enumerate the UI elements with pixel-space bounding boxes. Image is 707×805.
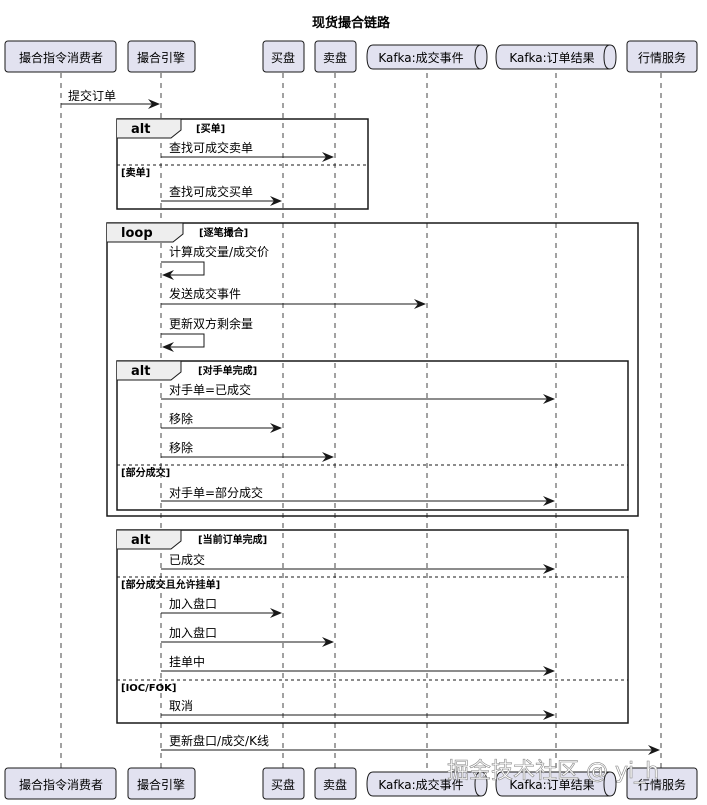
fragment-loop: loop [逐笔撮合] xyxy=(106,222,639,517)
queue-kafka-trade-bottom: Kafka:成交事件 xyxy=(366,771,488,797)
fragments: alt [买单] [卖单] loop [逐笔撮合] alt [对手单完成] [部… xyxy=(106,118,639,724)
message: 提交订单 xyxy=(61,88,160,109)
participant-buy-bottom: 买盘 xyxy=(262,767,305,800)
message-label: 对手单=部分成交 xyxy=(169,485,263,500)
message: 对手单=部分成交 xyxy=(161,485,555,506)
fragment-alt-buy-sell: alt [买单] [卖单] xyxy=(116,118,369,210)
message: 更新盘口/成交/K线 xyxy=(161,733,660,755)
fragment-guard: [买单] xyxy=(196,122,225,135)
participant-sell-top: 卖盘 xyxy=(314,40,357,73)
participant-label: Kafka:成交事件 xyxy=(378,777,463,792)
participant-label: Kafka:成交事件 xyxy=(378,50,463,65)
participant-label: 买盘 xyxy=(271,50,295,65)
message-label: 更新双方剩余量 xyxy=(169,316,253,331)
participant-buy-top: 买盘 xyxy=(262,40,305,73)
message: 发送成交事件 xyxy=(161,286,426,309)
message-label: 提交订单 xyxy=(68,88,116,103)
fragment-guard: [对手单完成] xyxy=(198,364,257,377)
participants-top: 撮合指令消费者 撮合引擎 买盘 卖盘 Kafka:成交事件 Kafka:订单结果… xyxy=(4,40,698,73)
message: 加入盘口 xyxy=(161,596,282,618)
participant-sell-bottom: 卖盘 xyxy=(314,767,357,800)
self-message: 计算成交量/成交价 xyxy=(161,244,269,280)
message-label: 发送成交事件 xyxy=(169,286,241,301)
participant-market-top: 行情服务 xyxy=(626,40,698,73)
message-label: 更新盘口/成交/K线 xyxy=(169,733,269,748)
message-label: 挂单中 xyxy=(169,654,205,669)
message-label: 计算成交量/成交价 xyxy=(169,244,269,259)
participant-label: 撮合指令消费者 xyxy=(19,50,103,65)
fragment-guard: [卖单] xyxy=(121,166,150,179)
participant-label: 撮合指令消费者 xyxy=(19,777,103,792)
message: 查找可成交卖单 xyxy=(161,140,334,162)
message: 移除 xyxy=(161,440,334,462)
participant-engine-top: 撮合引擎 xyxy=(127,40,196,73)
queue-kafka-order-bottom: Kafka:订单结果 xyxy=(495,771,617,797)
fragment-guard: [部分成交且允许挂单] xyxy=(121,578,220,591)
fragment-keyword: alt xyxy=(131,533,150,548)
participant-label: 撮合引擎 xyxy=(137,50,185,65)
message-label: 对手单=已成交 xyxy=(169,382,251,397)
message-label: 已成交 xyxy=(169,552,205,567)
diagram-title: 现货撮合链路 xyxy=(312,15,391,31)
participant-label: 撮合引擎 xyxy=(137,777,185,792)
queue-kafka-order-top: Kafka:订单结果 xyxy=(495,44,617,70)
queue-kafka-trade-top: Kafka:成交事件 xyxy=(366,44,488,70)
message: 对手单=已成交 xyxy=(161,382,555,404)
message-label: 移除 xyxy=(169,440,193,455)
participant-label: 买盘 xyxy=(271,777,295,792)
participant-label: 卖盘 xyxy=(323,50,347,65)
participant-label: Kafka:订单结果 xyxy=(509,51,594,65)
message-label: 查找可成交买单 xyxy=(169,184,253,199)
message: 加入盘口 xyxy=(161,625,334,647)
fragment-guard: [部分成交] xyxy=(121,466,170,479)
message: 查找可成交买单 xyxy=(161,184,282,206)
fragment-guard: [当前订单完成] xyxy=(198,533,267,546)
fragment-alt-counterparty: alt [对手单完成] [部分成交] xyxy=(116,360,629,511)
message-label: 取消 xyxy=(169,699,193,713)
messages: 提交订单 查找可成交卖单 查找可成交买单 计算成交量/成交价 发送成交事件 更新… xyxy=(61,88,660,755)
message: 已成交 xyxy=(161,552,555,574)
participant-engine-bottom: 撮合引擎 xyxy=(127,767,196,800)
participant-consumer-bottom: 撮合指令消费者 xyxy=(4,767,117,800)
fragment-keyword: alt xyxy=(131,364,150,379)
watermark: 掘金技术社区 @ yi_h xyxy=(447,759,659,784)
fragment-keyword: alt xyxy=(131,122,150,137)
fragment-alt-current-order: alt [当前订单完成] [部分成交且允许挂单] [IOC/FOK] xyxy=(116,529,629,724)
message-label: 移除 xyxy=(169,411,193,426)
message: 挂单中 xyxy=(161,654,555,676)
fragment-keyword: loop xyxy=(121,226,153,241)
participant-label: Kafka:订单结果 xyxy=(509,778,594,792)
participant-market-bottom: 行情服务 xyxy=(626,767,698,800)
message: 移除 xyxy=(161,411,282,433)
participant-label: 行情服务 xyxy=(638,50,686,65)
message-label: 加入盘口 xyxy=(169,596,217,611)
message: 取消 xyxy=(161,699,555,720)
participant-label: 卖盘 xyxy=(323,777,347,792)
message-label: 加入盘口 xyxy=(169,625,217,640)
participants-bottom: 撮合指令消费者 撮合引擎 买盘 卖盘 Kafka:成交事件 Kafka:订单结果… xyxy=(4,767,698,800)
participant-label: 行情服务 xyxy=(638,777,686,792)
participant-consumer-top: 撮合指令消费者 xyxy=(4,40,117,73)
self-message: 更新双方剩余量 xyxy=(161,316,253,352)
message-label: 查找可成交卖单 xyxy=(169,140,253,155)
lifelines xyxy=(60,73,662,768)
fragment-guard: [逐笔撮合] xyxy=(199,226,248,239)
fragment-guard: [IOC/FOK] xyxy=(121,683,176,694)
